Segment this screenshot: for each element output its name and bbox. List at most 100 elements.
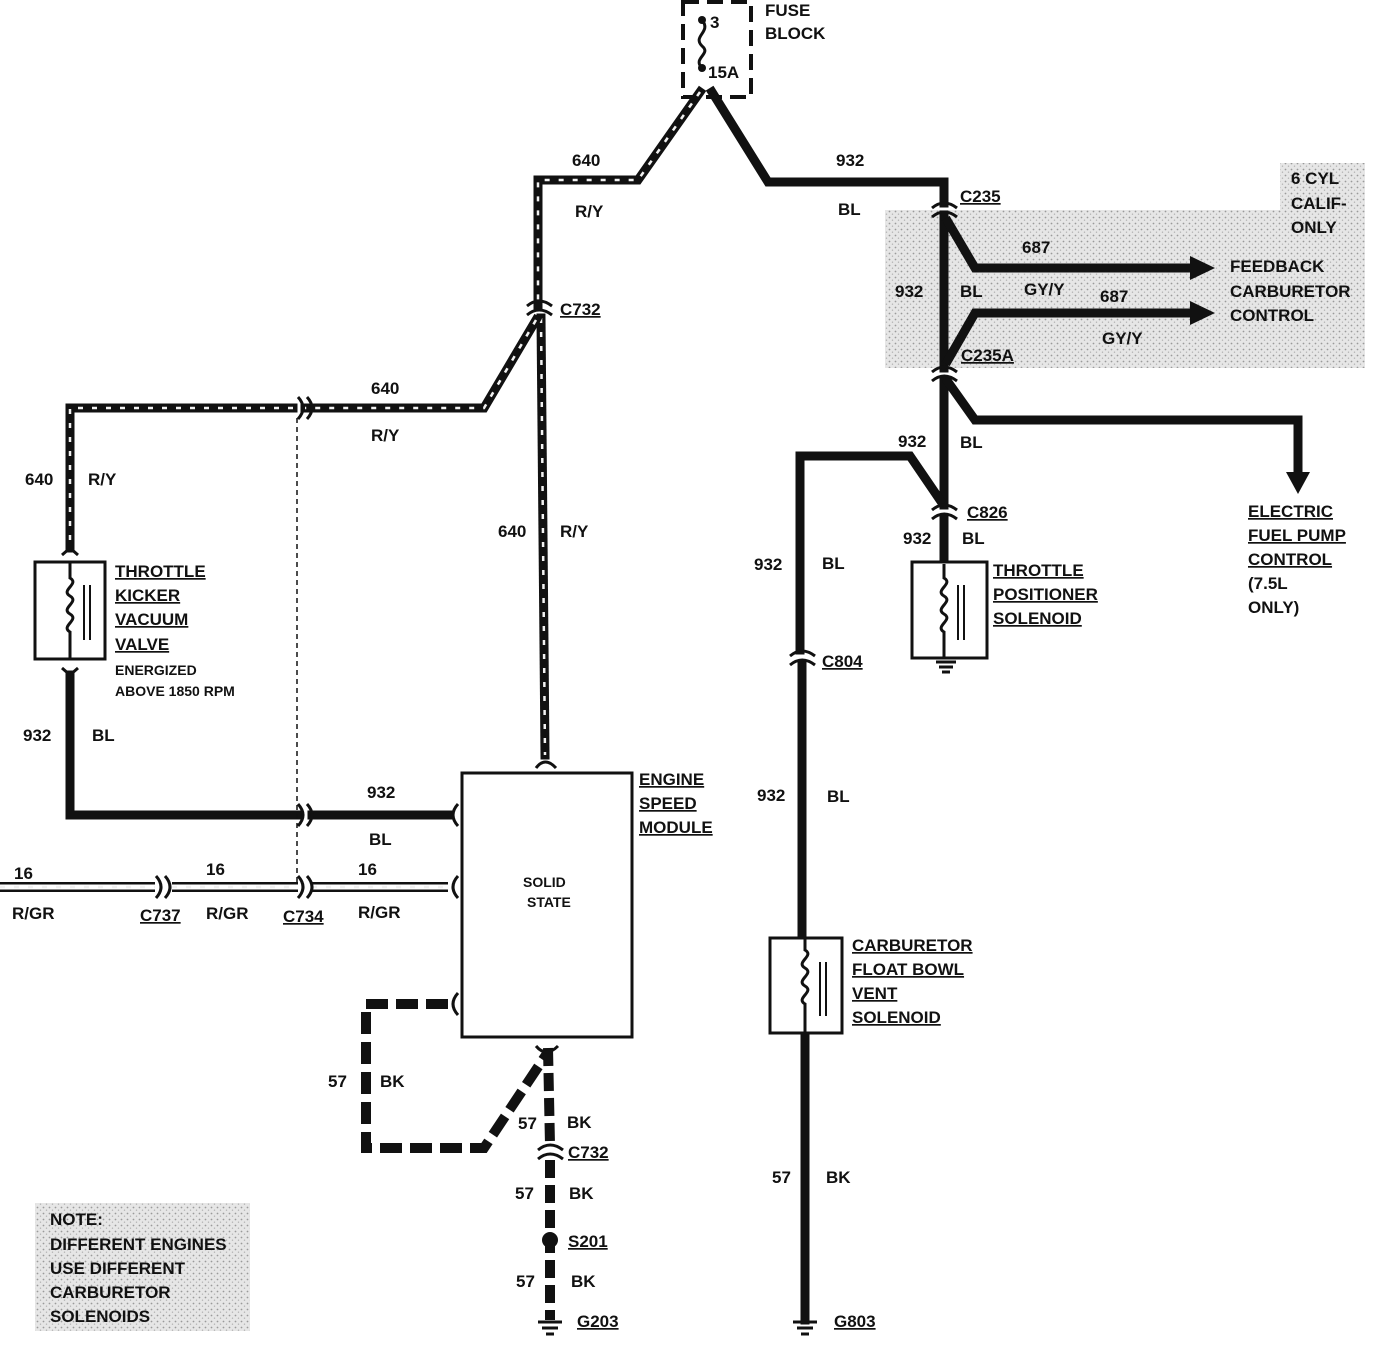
wire-color: BL bbox=[960, 433, 983, 452]
connector-c732-top-symbol bbox=[526, 299, 553, 317]
wire-color: BK bbox=[380, 1072, 405, 1091]
kicker-label-1: THROTTLE bbox=[115, 562, 206, 581]
connector-c734-symbol bbox=[296, 395, 314, 900]
esm-pin-symbols bbox=[451, 760, 560, 1054]
wire-color: BK bbox=[826, 1168, 851, 1187]
wire-color: R/Y bbox=[371, 426, 400, 445]
wire-687-upper bbox=[941, 215, 1200, 273]
wire-label: 57 bbox=[515, 1184, 534, 1203]
positioner-label-1: THROTTLE bbox=[993, 561, 1084, 580]
wire-label: 640 bbox=[371, 379, 399, 398]
calif-only-shading bbox=[885, 210, 1365, 368]
arrow-feedback-2 bbox=[1190, 301, 1215, 325]
float-bowl-label-4: SOLENOID bbox=[852, 1008, 941, 1027]
wire-color: BK bbox=[569, 1184, 594, 1203]
float-bowl-label-2: FLOAT BOWL bbox=[852, 960, 964, 979]
feedback-label-2: CARBURETOR bbox=[1230, 282, 1351, 301]
ground-g203-label: G203 bbox=[577, 1312, 619, 1331]
wire-color: R/GR bbox=[206, 904, 249, 923]
fuel-pump-label-5: ONLY) bbox=[1248, 598, 1299, 617]
note-line-4: CARBURETOR bbox=[50, 1283, 171, 1302]
wire-color: GY/Y bbox=[1102, 329, 1143, 348]
arrow-fuel-pump bbox=[1286, 472, 1310, 494]
wire-color: BK bbox=[571, 1272, 596, 1291]
note-shading bbox=[35, 1203, 250, 1331]
feedback-label-1: FEEDBACK bbox=[1230, 257, 1325, 276]
splice-s201 bbox=[542, 1232, 558, 1248]
ground-g203-symbol bbox=[538, 1320, 562, 1336]
connector-c732-bottom: C732 bbox=[568, 1143, 609, 1162]
calif-only-shading-top bbox=[1280, 163, 1365, 213]
wire-label: 932 bbox=[23, 726, 51, 745]
wire-color: BL bbox=[369, 830, 392, 849]
ground-positioner-symbol bbox=[936, 660, 956, 674]
float-bowl-label-3: VENT bbox=[852, 984, 898, 1003]
float-bowl-vent-solenoid bbox=[768, 936, 844, 1035]
wire-label: 687 bbox=[1100, 287, 1128, 306]
wire-color: BK bbox=[567, 1113, 592, 1132]
wire-label: 57 bbox=[328, 1072, 347, 1091]
kicker-label-2: KICKER bbox=[115, 586, 180, 605]
wire-color: R/Y bbox=[88, 470, 117, 489]
fuse-number: 3 bbox=[710, 13, 719, 32]
fuel-pump-label-1: ELECTRIC bbox=[1248, 502, 1333, 521]
wire-color: R/GR bbox=[12, 904, 55, 923]
wire-57-bk-down bbox=[543, 1047, 555, 1320]
esm-inner-1: SOLID bbox=[523, 874, 566, 890]
wire-label: 16 bbox=[206, 860, 225, 879]
kicker-label-4: VALVE bbox=[115, 635, 169, 654]
positioner-label-3: SOLENOID bbox=[993, 609, 1082, 628]
wire-color: BL bbox=[827, 787, 850, 806]
connector-c732-top: C732 bbox=[560, 300, 601, 319]
esm-label-2: SPEED bbox=[639, 794, 697, 813]
wire-color: BL bbox=[962, 529, 985, 548]
fuse-block-label-2: BLOCK bbox=[765, 24, 826, 43]
fuel-pump-label-3: CONTROL bbox=[1248, 550, 1332, 569]
note-line-1: NOTE: bbox=[50, 1210, 103, 1229]
engine-speed-module-box bbox=[460, 771, 634, 1039]
splice-s201-label: S201 bbox=[568, 1232, 608, 1251]
wire-color: BL bbox=[822, 554, 845, 573]
wire-label: 932 bbox=[836, 151, 864, 170]
wire-label: 932 bbox=[754, 555, 782, 574]
calif-note-1: 6 CYL bbox=[1291, 169, 1339, 188]
calif-note-2: CALIF- bbox=[1291, 194, 1347, 213]
kicker-note-2: ABOVE 1850 RPM bbox=[115, 683, 235, 699]
wire-640-to-kicker bbox=[65, 313, 543, 553]
wire-932-fuse-c235 bbox=[705, 85, 949, 208]
kicker-label-3: VACUUM bbox=[115, 610, 188, 629]
esm-label-1: ENGINE bbox=[639, 770, 704, 789]
connector-c804: C804 bbox=[822, 652, 863, 671]
wire-640-main bbox=[533, 85, 707, 310]
fuse-block: 3 15A FUSE BLOCK bbox=[681, 0, 826, 99]
float-bowl-label-1: CARBURETOR bbox=[852, 936, 973, 955]
connector-c235a: C235A bbox=[961, 346, 1014, 365]
wire-color: BL bbox=[838, 200, 861, 219]
connector-c804-symbol bbox=[789, 649, 816, 667]
connector-c235: C235 bbox=[960, 187, 1001, 206]
wire-640-to-esm bbox=[536, 313, 550, 760]
connector-c732-bottom-symbol bbox=[537, 1143, 564, 1161]
connector-c235-symbol bbox=[931, 201, 958, 219]
note-line-5: SOLENOIDS bbox=[50, 1307, 150, 1326]
wire-932-to-float-bowl bbox=[795, 451, 947, 655]
throttle-kicker-valve bbox=[33, 546, 107, 677]
wire-932-kicker-esm bbox=[65, 670, 303, 820]
connector-c826-symbol bbox=[931, 503, 958, 521]
wire-color: R/GR bbox=[358, 903, 401, 922]
feedback-label-3: CONTROL bbox=[1230, 306, 1314, 325]
wire-label: 932 bbox=[757, 786, 785, 805]
throttle-positioner-solenoid bbox=[910, 560, 989, 660]
esm-label-3: MODULE bbox=[639, 818, 713, 837]
wire-color: R/Y bbox=[575, 202, 604, 221]
wire-label: 57 bbox=[772, 1168, 791, 1187]
connector-c737: C737 bbox=[140, 906, 181, 925]
wire-label: 16 bbox=[358, 860, 377, 879]
wire-label: 57 bbox=[518, 1114, 537, 1133]
wire-label: 932 bbox=[367, 783, 395, 802]
wire-label: 16 bbox=[14, 864, 33, 883]
note-line-2: DIFFERENT ENGINES bbox=[50, 1235, 227, 1254]
wire-label: 640 bbox=[498, 522, 526, 541]
fuel-pump-label-4: (7.5L bbox=[1248, 574, 1288, 593]
